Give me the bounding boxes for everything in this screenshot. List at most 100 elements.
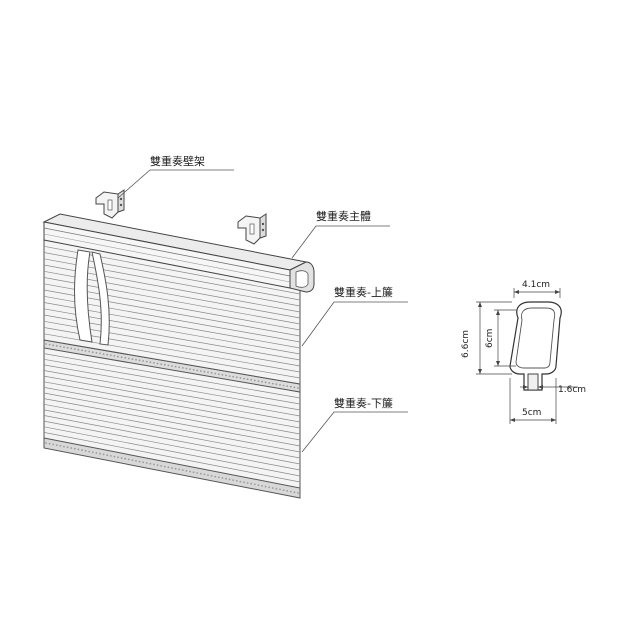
rail-texture-dot [106,454,109,456]
rail-texture-dot [127,458,130,461]
lift-cord-loop-2 [91,251,110,346]
dim-label-top-width: 4.1cm [522,280,550,290]
rail-texture-dot [225,477,227,480]
rail-texture-dot [156,464,159,466]
rail-texture-dot [81,349,83,352]
rail-texture-dot [289,490,292,493]
pleat-line [43,415,301,465]
pleat-line [43,364,301,411]
callout-headrail: 雙重奏主體 [291,209,390,259]
wall-bracket-left [95,189,125,219]
pleat-line [43,381,301,429]
rail-texture-dot [135,358,137,361]
pleat-line [43,387,301,435]
label-wall-bracket: 雙重奏壁架 [150,154,205,168]
rail-texture-dot [246,378,249,381]
pleat-line [43,370,301,417]
rail-texture-dot [48,343,51,346]
rail-texture-dot [253,483,256,486]
rail-texture-dot [174,365,177,368]
rail-texture-dot [217,373,220,376]
pleat-line [43,403,301,453]
rail-texture-dot [293,491,296,494]
dim-top-width: 4.1cm [513,280,561,298]
label-lower-shade: 雙重奏-下簾 [334,396,393,410]
rail-texture-dot [286,385,289,387]
dim-label-outer-height: 6.6cm [461,330,471,358]
rail-texture-dot [271,487,274,489]
rail-texture-dot [153,362,155,364]
rail-texture-dot [106,353,109,356]
profile-slot [527,373,539,391]
rail-texture-dot [117,456,119,459]
rail-texture-dot [243,481,245,484]
rail-texture-dot [163,465,166,468]
rail-texture-dot [149,361,152,364]
rail-texture-dot [117,355,119,358]
rail-texture-dot [109,354,112,357]
rail-texture-dot [264,381,267,384]
rail-texture-dot [232,479,235,481]
dim-label-bottom-width: 5cm [522,408,541,418]
rail-texture-dot [192,471,195,474]
rail-texture-dot [203,473,206,476]
rail-texture-dot [250,378,253,381]
dim-bottom-width: 5cm [509,378,557,424]
pleat-line [43,432,301,483]
rail-texture-dot [113,355,116,357]
rail-texture-dot [261,380,263,383]
lift-cord-loop [74,249,93,343]
rail-texture-dot [70,447,73,449]
rail-texture-dot [124,356,127,359]
rail-texture-dot [45,442,47,444]
rail-texture-dot [264,485,267,488]
rail-texture-dot [181,469,184,471]
rail-texture-dot [167,364,170,367]
rail-texture-dot [88,350,91,353]
rail-texture-dot [63,445,65,448]
rail-texture-dot [207,371,209,374]
dim-outer-height: 6.6cm [461,301,512,375]
rail-texture-dot [210,372,213,374]
rail-texture-dot [203,370,206,373]
headrail-groove-line [43,227,291,277]
rail-texture-dot [282,384,285,387]
rail-texture-dot [250,482,253,485]
rail-texture-dot [131,358,134,360]
pleat-line [43,420,301,471]
rail-texture-dot [145,462,148,464]
rail-texture-dot [243,377,245,380]
rail-texture-dot [81,449,83,451]
rail-texture-dot [257,484,260,486]
dim-label-slot-width: 1.6cm [558,385,586,395]
rail-texture-dot [142,461,145,464]
pleat-line [43,409,301,459]
profile-inner [515,307,556,369]
rail-texture-dot [239,480,242,483]
pleat-line [43,398,301,447]
rail-texture-dot [127,357,130,360]
rail-texture-dot [217,476,220,479]
bottom-rail-texture [45,442,299,494]
callout-lower-shade: 雙重奏-下簾 [301,396,408,453]
pleat-line [43,353,301,399]
rail-texture-dot [160,363,163,365]
rail-texture-dot [145,360,148,363]
rail-texture-dot [246,482,249,484]
pleat-line [43,358,301,405]
rail-texture-dot [181,367,184,369]
rail-texture-dot [66,446,69,449]
rail-texture-dot [95,452,98,454]
rail-texture-dot [171,467,173,469]
rail-texture-dot [63,346,65,348]
rail-texture-dot [225,374,227,377]
rail-texture-dot [257,380,260,382]
headrail-groove-line-2 [43,233,291,283]
dim-inner-height: 6cm [485,309,516,367]
rail-texture-dot [214,475,217,478]
rail-texture-dot [268,486,271,489]
pleat-line [43,426,301,477]
rail-texture-dot [293,386,296,389]
rail-texture-dot [196,369,199,372]
rail-texture-dot [102,353,105,355]
